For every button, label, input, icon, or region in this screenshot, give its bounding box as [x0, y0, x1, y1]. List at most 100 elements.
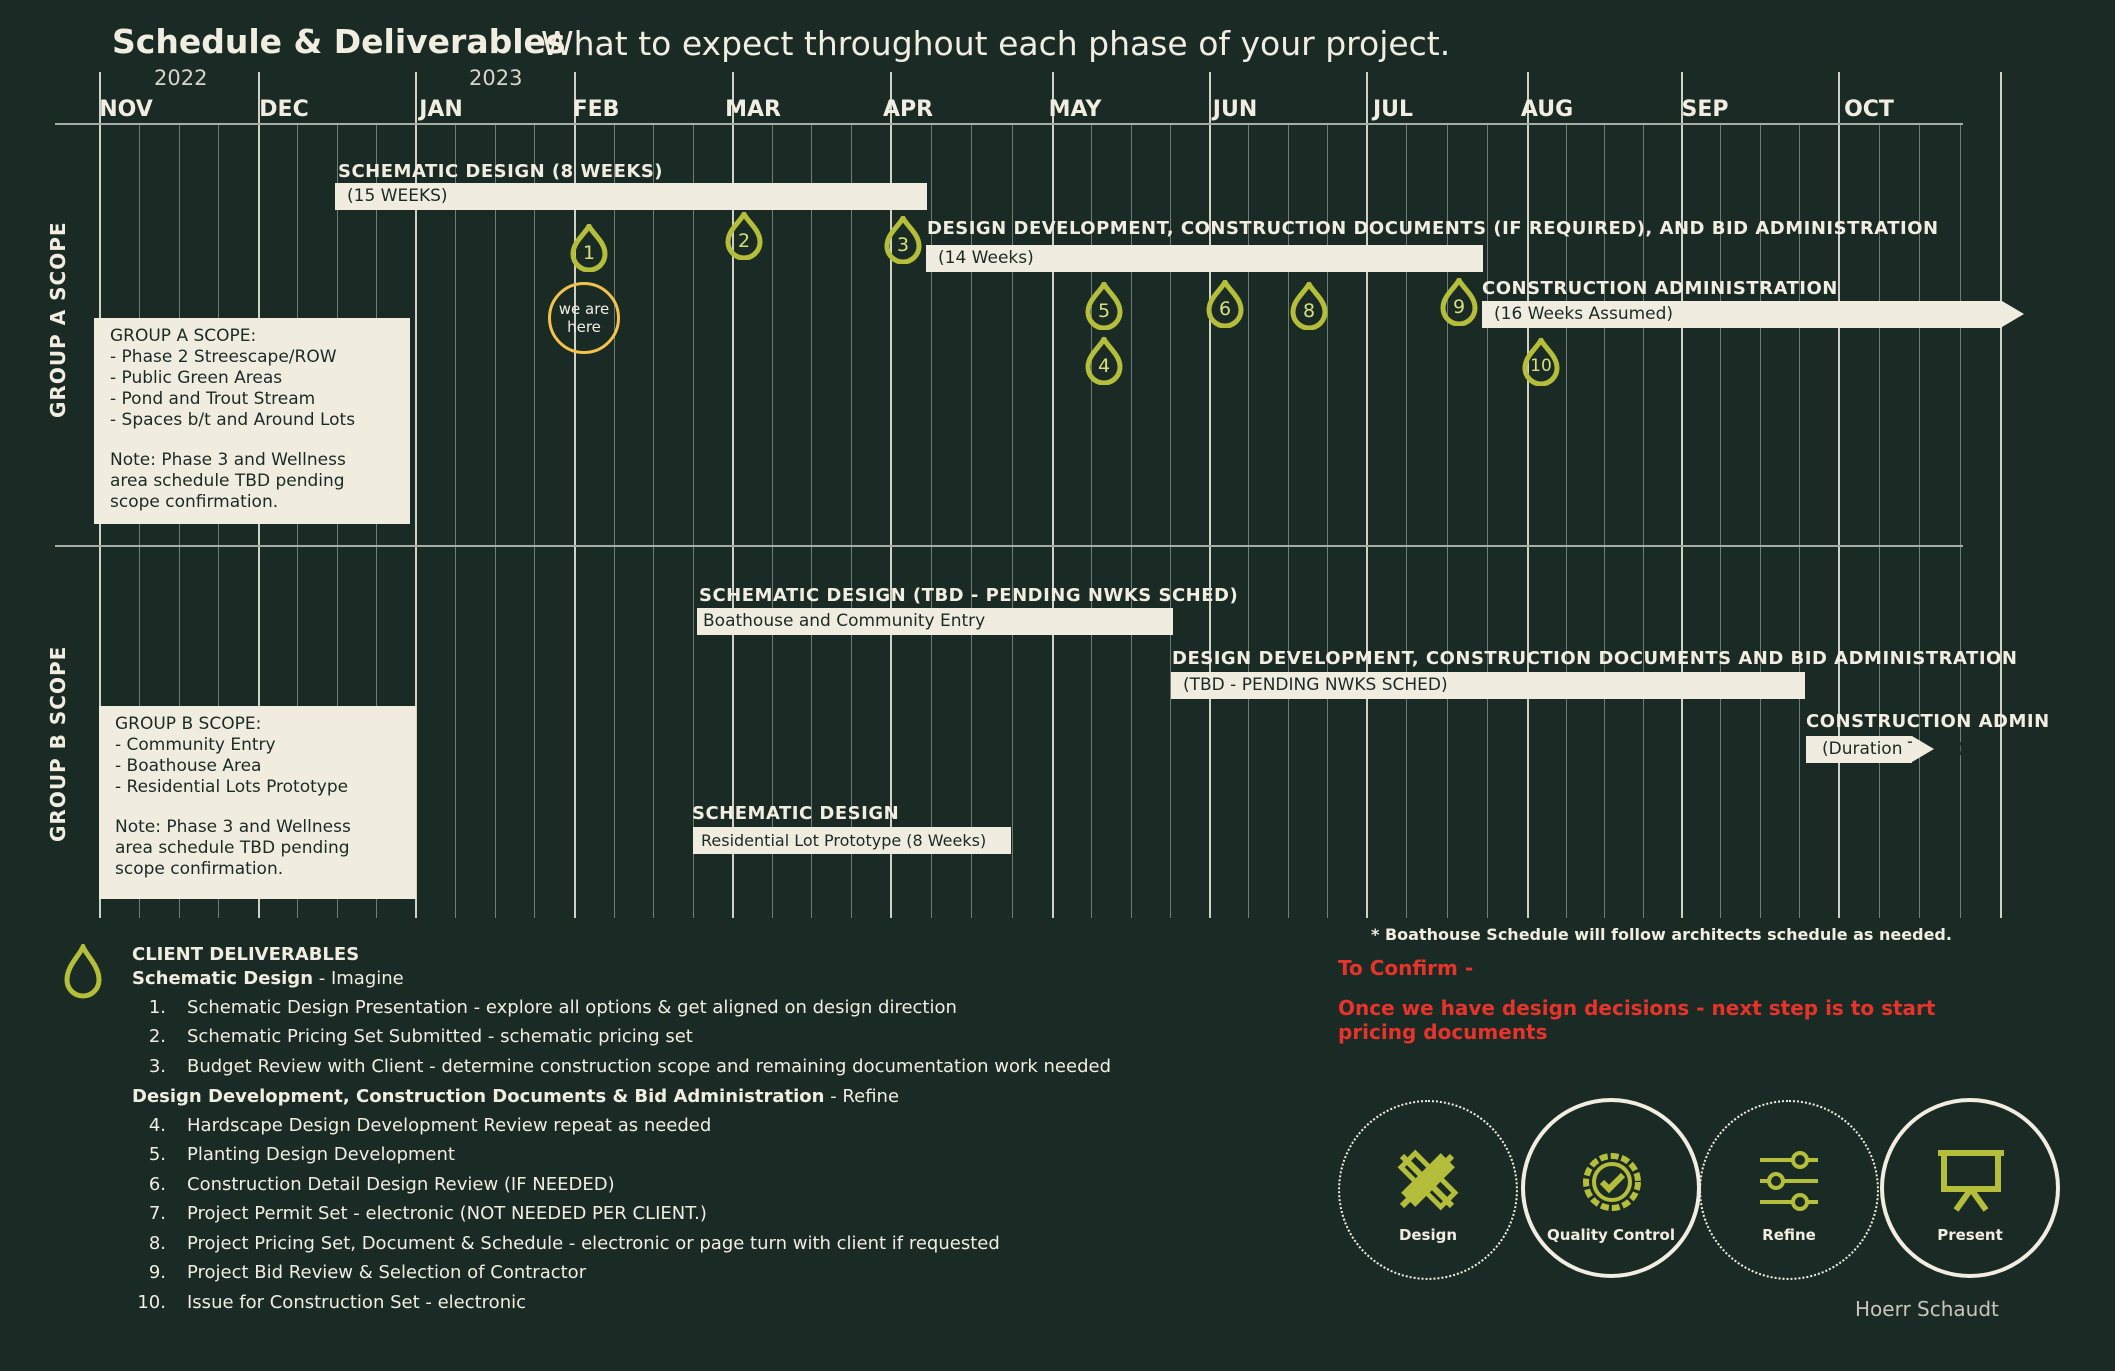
month-label: NOV	[99, 97, 153, 122]
month-gridline	[890, 72, 892, 918]
deliverable-marker: 3	[883, 216, 923, 264]
drop-marker-icon	[1440, 278, 1478, 326]
scope-note-line: area schedule TBD pending	[110, 471, 345, 491]
boathouse-note: * Boathouse Schedule will follow archite…	[1371, 925, 1952, 944]
month-label: OCT	[1844, 97, 1894, 122]
deliverable-marker: 6	[1205, 280, 1245, 328]
badge-check-icon	[1583, 1153, 1641, 1211]
drop-marker-icon	[1290, 282, 1328, 330]
group-divider	[55, 545, 1963, 547]
cycle-label-refine: Refine	[1762, 1226, 1816, 1244]
week-gridline	[1446, 123, 1448, 918]
phase-a-dd-title: DESIGN DEVELOPMENT, CONSTRUCTION DOCUMEN…	[927, 218, 1939, 239]
scope-line: GROUP A SCOPE:	[110, 326, 257, 346]
year-label-2023: 2023	[469, 66, 523, 90]
week-gridline	[1878, 123, 1880, 918]
phase-b-dd-title: DESIGN DEVELOPMENT, CONSTRUCTION DOCUMEN…	[1172, 648, 2018, 669]
legend-item-text: Construction Detail Design Review (IF NE…	[187, 1174, 615, 1195]
group-a-scope-box: GROUP A SCOPE: - Phase 2 Streescape/ROW …	[94, 318, 410, 524]
legend-section-1-suffix: - Imagine	[313, 968, 404, 989]
legend-item-text: Schematic Design Presentation - explore …	[187, 997, 957, 1018]
month-label: MAR	[725, 97, 781, 122]
week-gridline	[1130, 123, 1132, 918]
deliverable-marker: 10	[1521, 338, 1561, 386]
cycle-ring-present	[1880, 1098, 2060, 1278]
phase-b-ca-title: CONSTRUCTION ADMIN	[1806, 711, 2050, 732]
week-gridline	[811, 123, 812, 918]
marker-number: 5	[1097, 300, 1111, 322]
week-gridline	[1011, 123, 1013, 918]
legend-section-2-suffix: - Refine	[824, 1086, 900, 1107]
week-gridline	[1287, 123, 1289, 918]
week-gridline	[454, 123, 456, 918]
legend-item-number: 3.	[148, 1056, 166, 1077]
scope-note-line: Note: Phase 3 and Wellness	[110, 450, 346, 470]
scope-line: - Pond and Trout Stream	[110, 389, 316, 409]
marker-number: 9	[1452, 296, 1466, 318]
group-b-side-label: GROUP B SCOPE	[46, 645, 70, 842]
scope-note-line: scope confirmation.	[110, 492, 279, 512]
month-label: MAY	[1048, 97, 1102, 122]
legend-section-2-title: Design Development, Construction Documen…	[132, 1086, 825, 1107]
decisions-note: Once we have design decisions - next ste…	[1338, 996, 1936, 1044]
marker-number: 8	[1302, 300, 1316, 322]
week-gridline	[1959, 123, 1961, 918]
scope-line: - Public Green Areas	[110, 368, 283, 388]
month-gridline	[1838, 72, 1840, 918]
cycle-label-quality-control: Quality Control	[1546, 1226, 1675, 1244]
week-gridline	[1759, 123, 1761, 918]
phase-b-dd-bar: (TBD - PENDING NWKS SCHED)	[1171, 672, 1805, 699]
deliverable-marker: 1	[569, 224, 609, 272]
phase-b-residential-title: SCHEMATIC DESIGN	[692, 803, 900, 824]
week-gridline	[1248, 123, 1250, 918]
legend-item-number: 6.	[148, 1174, 166, 1195]
scope-line: GROUP B SCOPE:	[115, 714, 262, 734]
month-gridline	[1209, 72, 1211, 918]
week-gridline	[1091, 123, 1093, 918]
month-label: JUN	[1212, 97, 1258, 122]
month-gridline	[1681, 72, 1683, 918]
marker-number: 4	[1097, 355, 1111, 377]
legend-item-text: Hardscape Design Development Review repe…	[187, 1115, 712, 1136]
legend-item-text: Project Pricing Set, Document & Schedule…	[187, 1233, 1000, 1254]
month-label: AUG	[1520, 97, 1574, 122]
legend-item-text: Schematic Pricing Set Submitted - schema…	[187, 1026, 693, 1047]
scope-line: - Residential Lots Prototype	[115, 777, 349, 797]
header-divider	[55, 123, 1963, 125]
scope-line: - Community Entry	[115, 735, 276, 755]
week-gridline	[1604, 123, 1605, 918]
month-label: JUL	[1372, 97, 1414, 122]
legend-item-number: 2.	[148, 1026, 166, 1047]
week-gridline	[1798, 123, 1800, 918]
deliverable-marker: 8	[1289, 282, 1329, 330]
legend-item-text: Planting Design Development	[187, 1144, 455, 1165]
phase-b-ca-bar: (Duration T.B.D.)	[1806, 736, 1964, 763]
month-gridline	[732, 72, 734, 918]
month-gridline	[574, 72, 576, 918]
pencil-ruler-icon	[1397, 1149, 1459, 1211]
month-label: FEB	[572, 97, 620, 122]
phase-b-residential-bar: Residential Lot Prototype (8 Weeks)	[693, 827, 1011, 854]
marker-number: 10	[1530, 356, 1552, 376]
page-subtitle: What to expect throughout each phase of …	[541, 24, 1451, 63]
legend-item-number: 5.	[148, 1144, 166, 1165]
legend-item-number: 4.	[148, 1115, 166, 1136]
group-b-scope-box: GROUP B SCOPE: - Community Entry - Boath…	[99, 706, 416, 899]
marker-number: 1	[582, 242, 596, 264]
scope-note-line: Note: Phase 3 and Wellness	[115, 817, 351, 837]
week-gridline	[1406, 123, 1408, 918]
month-gridline	[415, 72, 417, 918]
legend-item-number: 9.	[148, 1262, 166, 1283]
week-gridline	[930, 123, 932, 918]
drop-marker-icon	[64, 944, 102, 999]
month-label: APR	[882, 97, 934, 122]
legend-item-number: 10.	[137, 1292, 166, 1313]
drop-marker-icon	[1085, 337, 1123, 385]
deliverable-marker: 5	[1084, 282, 1124, 330]
legend-item-text: Project Permit Set - electronic (NOT NEE…	[187, 1203, 707, 1224]
drop-marker-icon	[570, 224, 608, 272]
deliverable-marker: 4	[1084, 337, 1124, 385]
week-gridline	[494, 123, 496, 918]
phase-a-ca-title: CONSTRUCTION ADMINISTRATION	[1482, 278, 1838, 299]
